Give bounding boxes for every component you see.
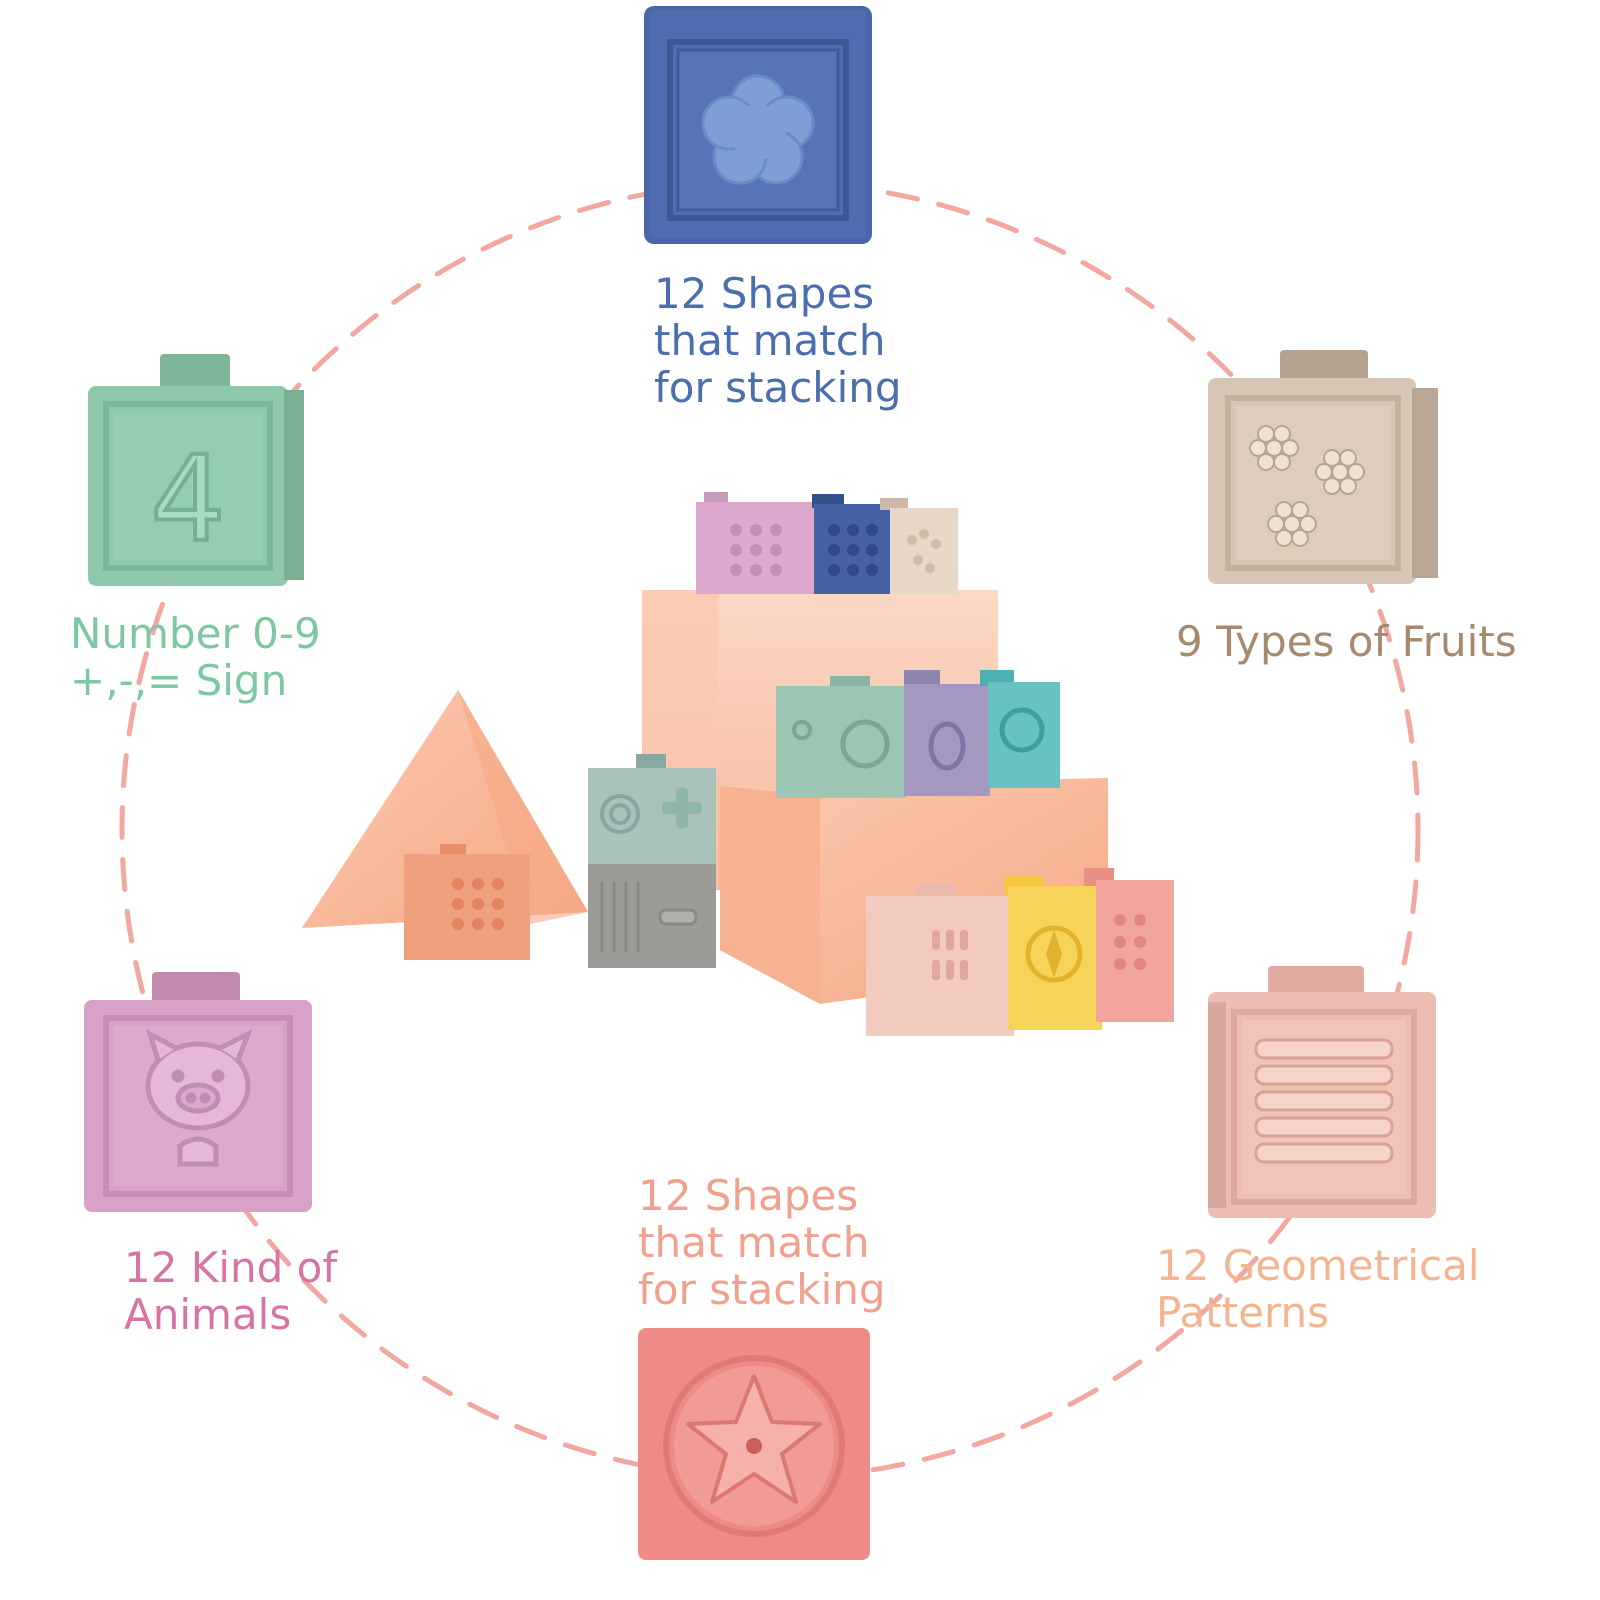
stacked-blocks-scene — [302, 492, 1174, 1036]
blue-flower-block — [644, 6, 872, 244]
feature-label-line: 12 Shapes — [654, 269, 875, 318]
feature-label-top: 12 Shapes that match for stacking — [654, 270, 902, 411]
cube-bottom-salmon — [1084, 868, 1174, 1022]
cube-mid-teal — [980, 670, 1060, 788]
feature-label-line: for stacking — [654, 363, 902, 412]
cube-bottom-rose — [866, 884, 1014, 1036]
feature-label-line: 12 Kind of — [124, 1243, 338, 1292]
feature-label-line: 12 Geometrical — [1156, 1241, 1480, 1290]
cube-mid-green — [776, 676, 906, 798]
feature-label-bottom-left: 12 Kind of Animals — [124, 1244, 337, 1338]
feature-label-top-right: 9 Types of Fruits — [1176, 618, 1517, 665]
green-number-block: 4 — [88, 354, 304, 586]
feature-label-bottom: 12 Shapes that match for stacking — [638, 1172, 886, 1313]
feature-label-line: 9 Types of Fruits — [1176, 617, 1517, 666]
feature-label-line: that match — [654, 316, 886, 365]
salmon-star-block — [638, 1328, 870, 1560]
feature-label-line: Animals — [124, 1290, 292, 1339]
cube-top-pink — [696, 492, 814, 594]
feature-label-line: +,-,= Sign — [70, 656, 288, 705]
number-four-icon: 4 — [150, 430, 225, 568]
stripes-pattern-icon — [1254, 1038, 1394, 1164]
feature-label-line: 12 Shapes — [638, 1171, 859, 1220]
cube-mid-purple — [904, 670, 990, 796]
feature-label-line: Number 0-9 — [70, 609, 321, 658]
feature-label-line: for stacking — [638, 1265, 886, 1314]
cube-plus-grey-green — [588, 754, 716, 864]
feature-label-line: Patterns — [1156, 1288, 1329, 1337]
pig-icon — [145, 1028, 253, 1167]
cube-orange-small — [404, 844, 530, 960]
cube-top-tan — [880, 498, 958, 594]
rose-pattern-block — [1208, 966, 1436, 1218]
feature-label-line: that match — [638, 1218, 870, 1267]
cube-minus-grey — [588, 864, 716, 968]
tan-fruit-block — [1208, 350, 1438, 584]
cube-top-navy — [812, 494, 892, 594]
pink-animal-block — [84, 972, 312, 1212]
grapes-icon — [1249, 425, 1365, 547]
cube-bottom-yellow — [1004, 876, 1102, 1030]
feature-label-bottom-right: 12 Geometrical Patterns — [1156, 1242, 1480, 1336]
flower-shape-icon — [701, 74, 815, 185]
feature-label-top-left: Number 0-9 +,-,= Sign — [70, 610, 321, 704]
